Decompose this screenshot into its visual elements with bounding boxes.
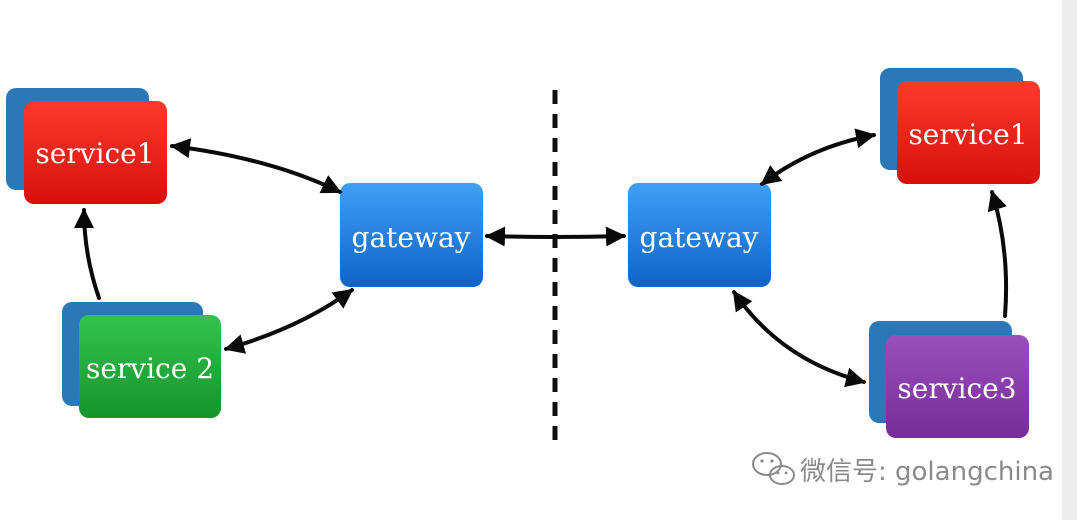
right-service3-card (886, 335, 1029, 438)
left-service1-label: service1 (35, 137, 154, 170)
left-service1-card (24, 101, 167, 204)
right-gateway-label: gateway (640, 221, 759, 254)
arrow-right-gateway-service1 (760, 128, 876, 186)
right-edge-strip (1062, 0, 1077, 520)
arrow-right-gateway-service3 (732, 290, 866, 388)
watermark-text: 微信号: golangchina (800, 457, 1054, 487)
right-service1-card (897, 81, 1040, 184)
left-service2-node: service 2 (62, 302, 221, 418)
right-gateway-card (628, 183, 771, 287)
watermark: 微信号: golangchina (752, 452, 1054, 487)
wechat-icon (752, 452, 795, 485)
left-service1-node: service1 (6, 88, 167, 204)
left-service2-card (79, 315, 221, 418)
left-gateway-card (340, 183, 483, 287)
arrow-left-service1-gateway (170, 138, 342, 194)
arrow-gateway-gateway (485, 226, 626, 247)
left-gateway-label: gateway (352, 221, 471, 254)
left-service2-label: service 2 (86, 352, 214, 385)
right-service3-label: service3 (897, 372, 1016, 405)
arrow-left-service2-gateway (224, 288, 354, 354)
right-service1-node: service1 (880, 68, 1040, 184)
right-service1-label: service1 (908, 118, 1027, 151)
right-service3-node: service3 (869, 321, 1029, 438)
arrow-left-service2-to-service1 (74, 208, 101, 300)
left-gateway-node: gateway (340, 183, 483, 287)
arrow-right-service3-to-service1 (987, 190, 1009, 318)
right-gateway-node: gateway (628, 183, 771, 287)
